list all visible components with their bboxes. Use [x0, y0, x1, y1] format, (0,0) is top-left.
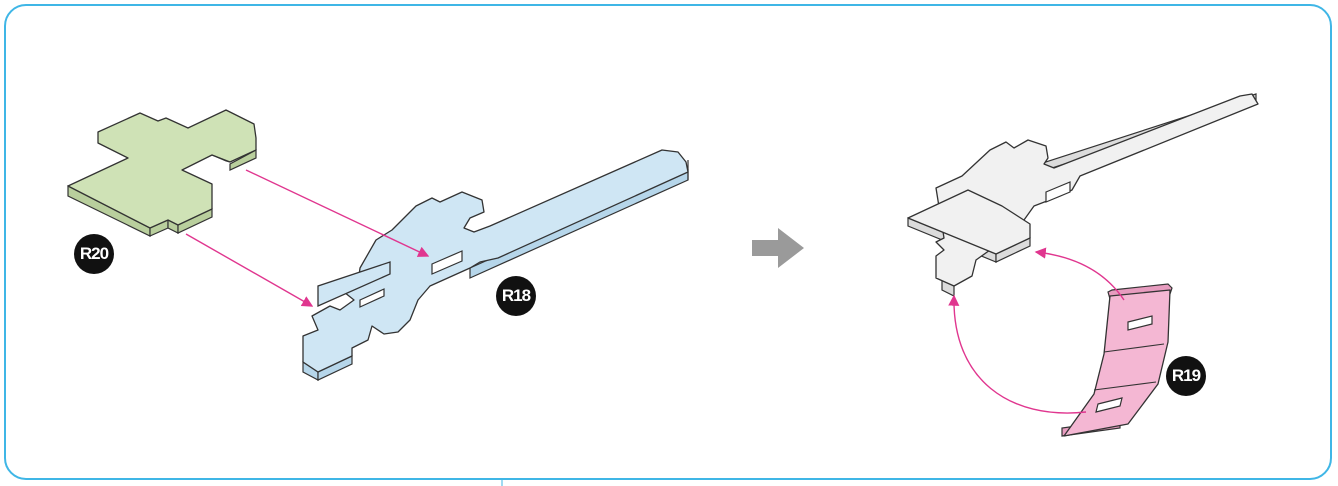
label-r20: R20	[74, 234, 114, 274]
right-arrow-icon	[752, 228, 804, 268]
part-r18	[303, 150, 688, 380]
label-r19: R19	[1166, 356, 1206, 396]
part-r20	[68, 110, 256, 236]
assembled-r18-r20	[908, 94, 1258, 296]
label-r18: R18	[496, 276, 536, 316]
